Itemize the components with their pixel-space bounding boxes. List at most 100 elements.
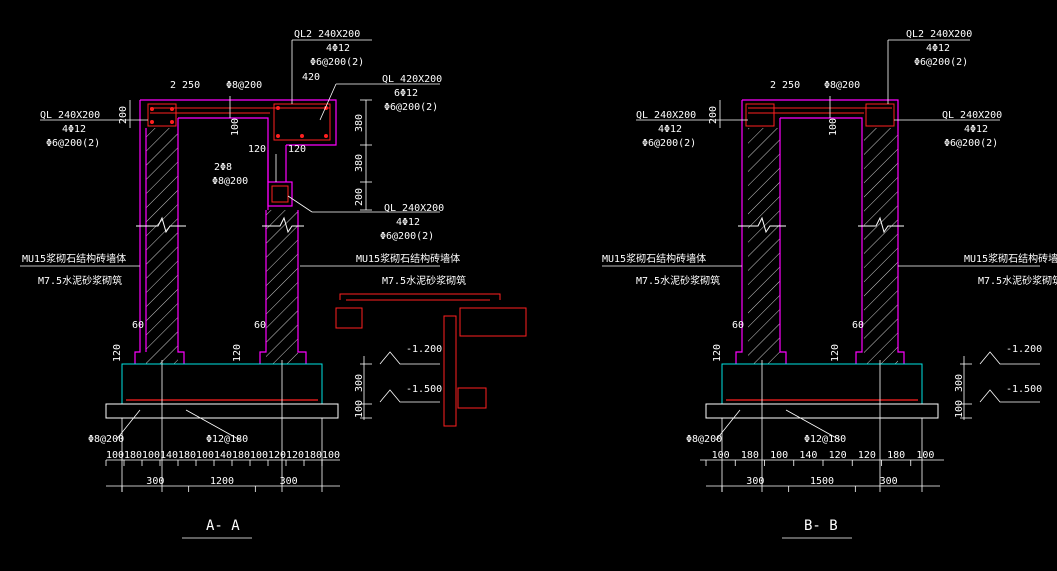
found-bar-a-b: Φ8@200: [686, 434, 722, 445]
dimension-label: 100: [770, 450, 788, 461]
dim-300: 300: [354, 374, 365, 392]
slab-bar-b: Φ8@200: [824, 80, 860, 91]
foundation-slab: [121, 363, 323, 405]
dimension-label: 100: [106, 450, 124, 461]
left-wall-material-1-b: MU15浆砌石结构砖墙体: [602, 252, 706, 265]
dimension-label: 300: [146, 476, 164, 487]
dim-100b: 100: [354, 400, 365, 418]
right-wall-material-1: MU15浆砌石结构砖墙体: [356, 252, 460, 265]
dimension-label: 120: [286, 450, 304, 461]
left-ql-bars: 4Φ12: [62, 124, 86, 135]
ql2-stirrup: Φ6@200(2): [310, 57, 364, 68]
dimension-label: 300: [746, 476, 764, 487]
ql420-bars: 6Φ12: [394, 88, 418, 99]
dimension-label: 1200: [210, 476, 234, 487]
left-ql-title-b: QL 240X200: [636, 110, 696, 121]
dimension-label: 300: [880, 476, 898, 487]
small-bar-a: 2Φ8: [214, 162, 232, 173]
section-b-title: B- B: [804, 518, 838, 534]
right-wall: [266, 210, 298, 364]
dimension-label: 120: [858, 450, 876, 461]
dimension-row-a-2: 300 1200 300: [121, 476, 298, 492]
dimension-label: 100: [322, 450, 340, 461]
found-bar-b: Φ12@180: [206, 434, 248, 445]
dim-120c: 120: [112, 344, 123, 362]
beam-reinforcement: [147, 103, 331, 203]
elevation-marks-b: [960, 351, 1040, 419]
dim-60b-b: 60: [852, 320, 864, 331]
dim-100b-b: 100: [954, 400, 965, 418]
right-wall-material-1-b: MU15浆砌石结构砖墙体: [964, 252, 1057, 265]
right-dim-380b: 380: [354, 154, 365, 172]
ql2-bars-b: 4Φ12: [926, 43, 950, 54]
dimension-label: 100: [250, 450, 268, 461]
left-dim-200-b: 200: [708, 106, 719, 124]
dim-120a: 120: [248, 144, 266, 155]
dimension-label: 180: [178, 450, 196, 461]
right-ql-title-b: QL 240X200: [942, 110, 1002, 121]
ql-lower-stirrup: Φ6@200(2): [380, 231, 434, 242]
foundation-slab-b: [721, 363, 923, 405]
dim-120a-b: 120: [712, 344, 723, 362]
right-wall-material-2-b: M7.5水泥砂浆砌筑: [978, 274, 1057, 287]
dim-60b: 60: [254, 320, 266, 331]
elevation-1-b: -1.200: [1006, 344, 1042, 355]
slab-bar: Φ8@200: [226, 80, 262, 91]
dimension-label: 180: [124, 450, 142, 461]
ql420-title: QL 420X200: [382, 74, 442, 85]
right-dim-380a: 380: [354, 114, 365, 132]
dimension-label: 100: [196, 450, 214, 461]
dimension-label: 140: [799, 450, 817, 461]
dim-100-b: 100: [828, 118, 839, 136]
right-wall-material-2: M7.5水泥砂浆砌筑: [382, 274, 466, 287]
right-dim-200: 200: [354, 188, 365, 206]
left-wall-material-1: MU15浆砌石结构砖墙体: [22, 252, 126, 265]
section-a-a: A- A QL2 240X200 4Φ12 Φ6@200(2) 420 2 25…: [20, 29, 527, 539]
left-ql-stirrup: Φ6@200(2): [46, 138, 100, 149]
slab-label-b: 2 250: [770, 80, 800, 91]
right-ql-stirrup-b: Φ6@200(2): [944, 138, 998, 149]
ql2-title: QL2 240X200: [294, 29, 360, 40]
top-dim-420: 420: [302, 72, 320, 83]
dimension-label: 140: [160, 450, 178, 461]
dimension-label: 180: [304, 450, 322, 461]
dim-100: 100: [230, 118, 241, 136]
wall-outline: [134, 99, 337, 364]
small-bar-b: Φ8@200: [212, 176, 248, 187]
ql2-stirrup-b: Φ6@200(2): [914, 57, 968, 68]
left-ql-stirrup-b: Φ6@200(2): [642, 138, 696, 149]
dimension-label: 120: [829, 450, 847, 461]
right-ql-bars-b: 4Φ12: [964, 124, 988, 135]
detail-sketch: [335, 293, 527, 427]
beam-reinforcement-b: [745, 103, 895, 127]
dimension-label: 100: [712, 450, 730, 461]
dim-120b: 120: [288, 144, 306, 155]
left-wall-material-2: M7.5水泥砂浆砌筑: [38, 274, 122, 287]
left-dim-200: 200: [118, 106, 129, 124]
dimension-label: 120: [268, 450, 286, 461]
dim-300-b: 300: [954, 374, 965, 392]
left-ql-title: QL 240X200: [40, 110, 100, 121]
ql-lower-bars: 4Φ12: [396, 217, 420, 228]
break-symbol-b: [738, 216, 904, 234]
dim-60a: 60: [132, 320, 144, 331]
left-ql-bars-b: 4Φ12: [658, 124, 682, 135]
elevation-2-b: -1.500: [1006, 384, 1042, 395]
dim-60a-b: 60: [732, 320, 744, 331]
ql2-bars: 4Φ12: [326, 43, 350, 54]
ql-lower-title: QL 240X200: [384, 203, 444, 214]
dimension-label: 140: [214, 450, 232, 461]
dimension-label: 300: [280, 476, 298, 487]
dimension-label: 180: [887, 450, 905, 461]
ql2-title-b: QL2 240X200: [906, 29, 972, 40]
found-bar-b-b: Φ12@180: [804, 434, 846, 445]
foundation-base: [105, 403, 339, 419]
section-a-title: A- A: [206, 518, 240, 534]
break-symbol: [136, 216, 304, 234]
dim-120d: 120: [232, 344, 243, 362]
dimension-label: 100: [142, 450, 160, 461]
leader-lines-b: [602, 39, 1040, 539]
